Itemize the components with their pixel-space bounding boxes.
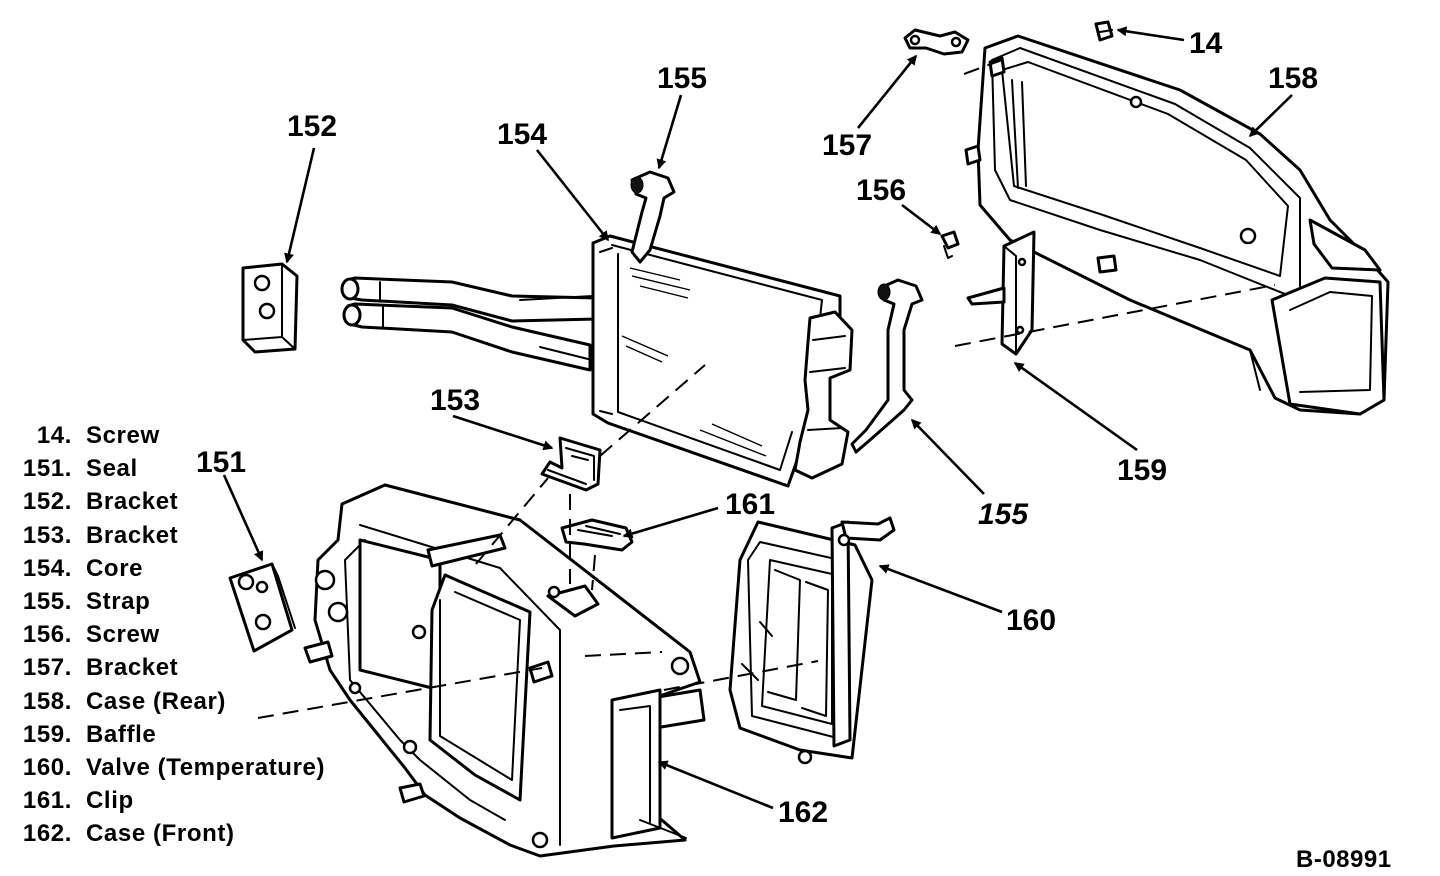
alignment-lines xyxy=(257,59,1276,719)
legend-item: 157. Bracket xyxy=(14,654,325,687)
legend-item-label: Screw xyxy=(86,621,160,649)
callout-151: 151 xyxy=(196,446,246,479)
callout-157: 157 xyxy=(822,129,872,162)
legend-item-label: Valve (Temperature) xyxy=(86,753,326,781)
callout-14: 14 xyxy=(1189,27,1223,60)
callout-162: 162 xyxy=(778,796,828,829)
legend-item-label: Case (Rear) xyxy=(86,687,226,715)
part-151-seal xyxy=(228,562,296,653)
callout-161: 161 xyxy=(725,488,775,521)
callout-159: 159 xyxy=(1117,454,1167,487)
legend-item-number: 14. xyxy=(36,422,72,449)
callout-158: 158 xyxy=(1268,62,1318,95)
legend-item-number: 155. xyxy=(22,587,72,615)
legend-item-label: Bracket xyxy=(86,488,179,516)
legend-item-number: 157. xyxy=(22,654,72,682)
part-161-clip xyxy=(560,518,634,552)
part-156-screw xyxy=(940,230,960,259)
legend-item-number: 161. xyxy=(22,787,72,815)
legend-item: 161. Clip xyxy=(14,787,325,820)
legend-item-label: Baffle xyxy=(86,720,157,748)
legend-item-label: Core xyxy=(86,554,144,582)
legend-item-label: Bracket xyxy=(86,521,179,549)
legend-item-label: Strap xyxy=(86,587,151,615)
legend-item-label: Case (Front) xyxy=(86,820,235,848)
legend-item-number: 162. xyxy=(22,820,72,848)
legend-item: 158. Case (Rear) xyxy=(14,688,325,721)
part-160-valve xyxy=(728,516,896,765)
legend-item: 154. Core xyxy=(14,555,325,588)
legend-item: 160. Valve (Temperature) xyxy=(14,754,325,787)
legend-item-number: 153. xyxy=(22,521,72,549)
legend-item-number: 158. xyxy=(22,687,72,715)
callout-155-top: 155 xyxy=(657,62,707,95)
legend-item-label: Screw xyxy=(86,422,160,449)
legend-item-label: Clip xyxy=(86,787,134,815)
legend-item-number: 152. xyxy=(22,488,72,516)
legend-item-number: 160. xyxy=(22,753,72,781)
legend-item-number: 156. xyxy=(22,621,72,649)
callout-152: 152 xyxy=(287,110,337,143)
legend-item: 151. Seal xyxy=(14,455,325,488)
part-14-screw xyxy=(1094,20,1114,42)
figure-id: B-08991 xyxy=(1296,846,1392,873)
part-152-bracket xyxy=(241,262,299,354)
legend-item: 155. Strap xyxy=(14,588,325,621)
callout-labels: 152 154 155 157 14 158 156 159 153 151 1… xyxy=(196,27,1318,829)
legend-item-number: 151. xyxy=(22,455,72,483)
legend-item-number: 154. xyxy=(22,554,72,582)
legend-item: 156. Screw xyxy=(14,621,325,654)
part-155-strap-top xyxy=(630,170,676,264)
part-157-bracket xyxy=(903,28,970,56)
legend-item-number: 159. xyxy=(22,720,72,748)
callout-153: 153 xyxy=(430,384,480,417)
part-154-core xyxy=(340,234,854,488)
legend-item-label: Seal xyxy=(86,455,138,483)
legend-item: 162. Case (Front) xyxy=(14,820,325,853)
callout-154: 154 xyxy=(497,118,547,151)
legend-item: 14. Screw xyxy=(14,422,325,455)
legend-item: 153. Bracket xyxy=(14,522,325,555)
legend-item-label: Bracket xyxy=(86,654,179,682)
part-153-bracket xyxy=(540,436,602,492)
leader-arrows xyxy=(222,26,1293,810)
callout-160: 160 xyxy=(1006,604,1056,637)
callout-156: 156 xyxy=(856,174,906,207)
callout-155-right: 155 xyxy=(978,498,1029,531)
part-159-baffle xyxy=(966,230,1036,356)
part-155-strap-right xyxy=(850,278,924,454)
legend-item: 152. Bracket xyxy=(14,488,325,521)
legend-item: 159. Baffle xyxy=(14,721,325,754)
part-158-case-rear xyxy=(964,34,1390,416)
part-162-case-front xyxy=(303,483,706,858)
